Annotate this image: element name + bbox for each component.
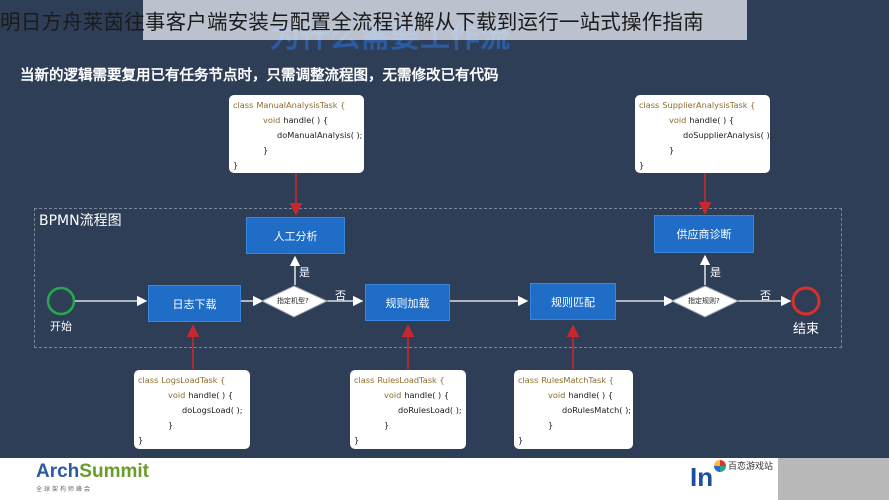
watermark-icon (714, 460, 726, 472)
watermark-box (712, 458, 778, 476)
code-keyword: class (639, 100, 660, 110)
code-keyword: void (168, 390, 186, 400)
code-keyword: void (263, 115, 281, 125)
code-text: } (263, 145, 269, 155)
code-text: } (168, 420, 174, 430)
gateway-2-label: 指定规则? (688, 297, 720, 305)
code-keyword: class (138, 375, 159, 385)
code-text: RulesMatchTask { (541, 375, 614, 385)
corner-block (778, 458, 889, 500)
code-text: handle( ) { (404, 390, 450, 400)
code-keyword: void (548, 390, 566, 400)
archsummit-logo: ArchSummit (36, 461, 149, 483)
flow-connectors (46, 173, 821, 369)
logo-arch-text: Arch (36, 461, 80, 482)
gateway-1-label: 指定机型? (277, 297, 309, 305)
gateway-2-diamond (670, 285, 740, 318)
slide-subtitle: 当新的逻辑需要复用已有任务节点时，只需调整流程图，无需修改已有代码 (20, 68, 499, 84)
code-keyword: class (233, 100, 254, 110)
infoq-logo: In (690, 462, 714, 492)
code-text: } (138, 435, 144, 445)
watermark-text: 百恋游戏站 (728, 462, 774, 472)
start-event-circle (46, 286, 76, 316)
end-event-circle (791, 286, 821, 316)
gateway-1-no-label: 否 (335, 289, 346, 302)
gateway-2-yes-label: 是 (710, 266, 721, 279)
gateway-1-diamond (260, 285, 329, 318)
code-text: LogsLoadTask { (161, 375, 226, 385)
code-text: doSupplierAnalysis( ); (683, 130, 773, 140)
bpmn-label: BPMN流程图 (39, 213, 122, 229)
code-text: doRulesMatch( ); (562, 405, 632, 415)
code-text: handle( ) { (283, 115, 329, 125)
code-text: } (669, 145, 675, 155)
code-text: } (548, 420, 554, 430)
code-text: } (639, 160, 645, 170)
code-text: doLogsLoad( ); (182, 405, 243, 415)
code-text: ManualAnalysisTask { (256, 100, 346, 110)
code-text: } (518, 435, 524, 445)
code-text: doManualAnalysis( ); (277, 130, 363, 140)
code-keyword: void (384, 390, 402, 400)
task-supplier-diagnosis: 供应商诊断 (654, 215, 754, 253)
code-text: } (384, 420, 390, 430)
code-text: doRulesLoad( ); (398, 405, 462, 415)
code-text: SupplierAnalysisTask { (662, 100, 756, 110)
task-rules-match: 规则匹配 (530, 283, 616, 320)
overlay-title: 明日方舟莱茵往事客户端安装与配置全流程详解从下载到运行一站式操作指南 (0, 10, 704, 34)
gateway-1-yes-label: 是 (299, 266, 310, 279)
code-keyword: class (354, 375, 375, 385)
start-label: 开始 (50, 320, 72, 333)
slide: 为什么需要工作流 当新的逻辑需要复用已有任务节点时，只需调整流程图，无需修改已有… (20, 20, 842, 449)
code-keyword: void (669, 115, 687, 125)
code-text: RulesLoadTask { (377, 375, 445, 385)
code-text: } (354, 435, 360, 445)
code-text: } (233, 160, 239, 170)
code-text: handle( ) { (568, 390, 614, 400)
task-logs-download: 日志下载 (148, 285, 241, 322)
task-manual-analysis: 人工分析 (246, 217, 345, 254)
code-text: handle( ) { (689, 115, 735, 125)
logo-tagline: 全球架构师峰会 (36, 486, 93, 493)
bpmn-frame (34, 208, 842, 348)
code-text: handle( ) { (188, 390, 234, 400)
logo-summit-text: Summit (79, 461, 149, 482)
gateway-2-no-label: 否 (760, 289, 771, 302)
end-label: 结束 (793, 322, 820, 337)
overlay-title-background (143, 0, 747, 40)
task-rules-load: 规则加载 (365, 284, 450, 321)
code-keyword: class (518, 375, 539, 385)
